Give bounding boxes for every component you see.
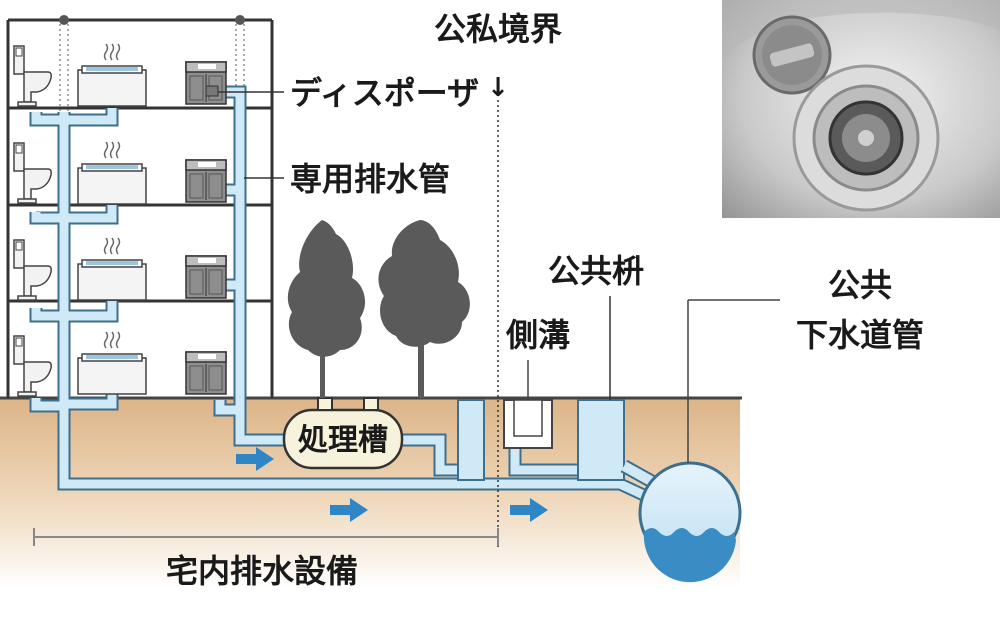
side-ditch bbox=[504, 360, 552, 448]
tree-icon bbox=[378, 220, 469, 398]
boundary-arrow: ↓ bbox=[487, 73, 509, 103]
kitchen-sink-icon bbox=[186, 160, 226, 202]
boundary-label: 公私境界 bbox=[434, 10, 562, 48]
bathtub-icon bbox=[78, 238, 146, 300]
disposer-unit bbox=[206, 86, 218, 96]
public-sewer-label-1: 公共 bbox=[828, 266, 892, 304]
bathtub-icon bbox=[78, 332, 146, 394]
dedicated-pipe-label: 専用排水管 bbox=[290, 160, 450, 198]
toilet-icon bbox=[14, 336, 51, 396]
kitchen-sink-icon bbox=[186, 62, 226, 104]
inspection-shaft bbox=[458, 400, 484, 480]
toilet-icon bbox=[14, 240, 51, 300]
disposer-label: ディスポーザ bbox=[290, 74, 479, 112]
toilet-icon bbox=[14, 143, 51, 203]
public-basin bbox=[578, 400, 624, 480]
tree-icon bbox=[288, 220, 365, 398]
bathtub-icon bbox=[78, 44, 146, 106]
public-sewer-label-2: 下水道管 bbox=[796, 316, 924, 354]
bathtub-icon bbox=[78, 142, 146, 204]
treatment-tank-label: 処理槽 bbox=[298, 423, 388, 458]
public-basin-label: 公共枡 bbox=[548, 252, 644, 290]
indoor-facility-label: 宅内排水設備 bbox=[166, 552, 358, 590]
kitchen-sink-icon bbox=[186, 352, 226, 394]
side-ditch-label: 側溝 bbox=[505, 316, 570, 354]
toilet-icon bbox=[14, 46, 51, 106]
sink-drain-photo bbox=[722, 0, 1000, 218]
kitchen-sink-icon bbox=[186, 256, 226, 298]
